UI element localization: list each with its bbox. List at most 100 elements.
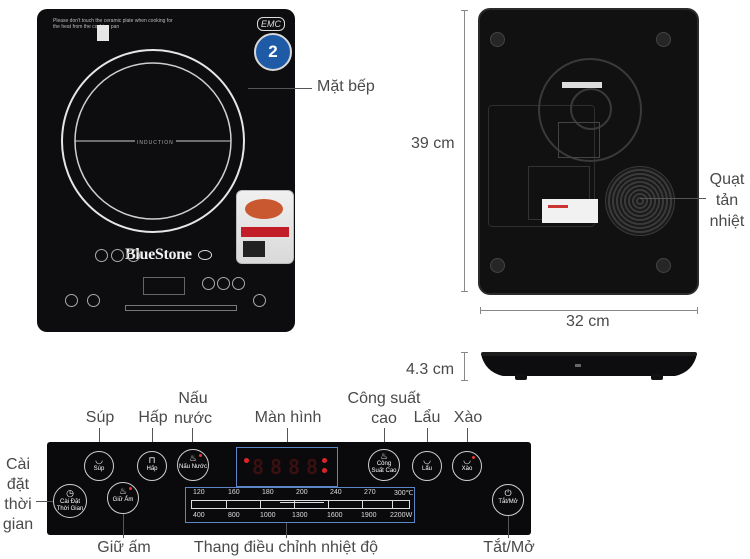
power-icon: ⏻ <box>504 488 512 498</box>
brand-logo: BlueStone <box>125 246 192 263</box>
timer-button-label: Cài Đặt <box>59 499 80 505</box>
fan-leader-line <box>640 198 706 199</box>
fan-label: Quạt tản nhiệt <box>706 169 748 232</box>
timer-label-line: Cài <box>5 456 30 473</box>
power-tick-label: 1300 <box>292 512 308 519</box>
power-tick-label: 2200W <box>390 512 413 519</box>
steam-label: Hấp <box>138 409 168 426</box>
steam-button[interactable]: ⊓ Hấp <box>137 451 167 481</box>
mini-button <box>65 294 78 307</box>
slider-tick <box>294 500 295 509</box>
temp-tick-label: 270 <box>364 489 376 496</box>
spec-sticker <box>562 82 602 88</box>
slider-tick <box>392 500 393 509</box>
temp-tick-label: 120 <box>193 489 205 496</box>
rubber-foot <box>490 32 505 47</box>
indicator-dot <box>199 454 202 457</box>
clock-icon: ◷ <box>66 488 74 498</box>
width-label: 32 cm <box>566 313 610 330</box>
boil-water-label-line: Nấu <box>178 390 208 407</box>
boil-water-button-label: Nấu Nước <box>179 464 207 470</box>
display-led <box>322 458 327 463</box>
dimension-tick <box>461 352 468 353</box>
stir-fry-leader <box>467 428 468 450</box>
dimension-tick <box>697 307 698 314</box>
keep-warm-leader <box>123 514 124 538</box>
cooktop-top-view: Please don't touch the ceramic plate whe… <box>37 9 295 332</box>
soup-button[interactable]: ◡ Súp <box>84 451 114 481</box>
display-digit: 8 <box>288 455 301 479</box>
high-power-label-line: cao <box>371 410 397 427</box>
cooktop-bottom-view <box>478 8 699 295</box>
height-dimension-line <box>464 10 465 292</box>
power-tick-label: 400 <box>193 512 205 519</box>
brand-mark-icon <box>198 250 212 260</box>
steam-leader <box>152 428 153 450</box>
display-label: Màn hình <box>254 409 322 426</box>
dimension-tick <box>461 10 468 11</box>
coil-center <box>570 88 612 130</box>
high-power-button-label: Công <box>376 461 392 467</box>
fan-grille <box>605 166 675 236</box>
temp-slider-label: Thang điều chỉnh nhiệt độ <box>193 539 379 556</box>
width-dimension-line <box>480 310 698 311</box>
power-tick-label: 800 <box>228 512 240 519</box>
info-plate <box>558 122 600 158</box>
pot-icon: ◡ <box>423 455 431 465</box>
hotpot-label: Lẩu <box>413 409 441 426</box>
display-digit: 8 <box>252 455 265 479</box>
thermometer-icon: ♨ <box>118 486 128 496</box>
steamer-icon: ⊓ <box>148 455 156 465</box>
power-button-label: Tắt/Mở <box>498 499 518 505</box>
temp-tick-label: 180 <box>262 489 274 496</box>
mini-button <box>232 277 245 290</box>
fan-label-line: Quạt <box>709 171 745 188</box>
rubber-foot <box>490 258 505 273</box>
boil-water-label: Nấu nước <box>168 389 218 429</box>
dimension-tick <box>480 307 481 314</box>
warranty-badge: 2 <box>254 33 292 71</box>
power-tick-label: 1900 <box>361 512 377 519</box>
fan-label-line: tản <box>715 192 739 209</box>
stir-fry-button-label: Xào <box>461 466 473 472</box>
temp-tick-label: 160 <box>228 489 240 496</box>
rubber-foot <box>656 32 671 47</box>
timer-label-line: thời <box>4 496 32 513</box>
promo-sticker <box>236 190 294 264</box>
mini-button <box>202 277 215 290</box>
mini-button <box>95 249 108 262</box>
high-power-button[interactable]: ♨ Công Suất Cao <box>368 449 400 481</box>
emc-badge: EMC <box>257 17 285 31</box>
indicator-dot <box>129 487 132 490</box>
timer-button-label: Thời Gian <box>56 506 84 512</box>
mini-button <box>127 249 140 262</box>
high-power-label: Công suất cao <box>342 389 426 429</box>
slider-tick <box>362 500 363 509</box>
timer-button[interactable]: ◷ Cài Đặt Thời Gian <box>53 484 87 518</box>
steam-button-label: Hấp <box>146 466 158 472</box>
soup-label: Súp <box>85 409 115 426</box>
high-power-leader <box>384 428 385 448</box>
stir-fry-button[interactable]: ◡ Xào <box>452 451 482 481</box>
fan-label-line: nhiệt <box>709 213 745 230</box>
pan-icon: ◡ <box>463 455 471 465</box>
slider-tick <box>328 500 329 509</box>
keep-warm-button[interactable]: ♨ Giữ Ấm <box>107 482 139 514</box>
warning-text: Please don't touch the ceramic plate whe… <box>53 18 173 30</box>
indicator-dot <box>472 456 475 459</box>
display-digit: 8 <box>270 455 283 479</box>
hotpot-button[interactable]: ◡ Lẩu <box>412 451 442 481</box>
thickness-label: 4.3 cm <box>404 361 457 379</box>
boil-water-button[interactable]: ♨ Nấu Nước <box>177 449 209 481</box>
slider-center-marker <box>280 502 324 509</box>
display-highlight <box>236 447 338 487</box>
power-tick-label: 1000 <box>260 512 276 519</box>
bowl-icon: ◡ <box>95 455 103 465</box>
power-button[interactable]: ⏻ Tắt/Mở <box>492 484 524 516</box>
surface-leader-line <box>248 88 312 89</box>
timer-label-line: gian <box>2 516 34 533</box>
cooktop-side-view <box>481 352 697 380</box>
coil-housing <box>538 58 642 162</box>
power-tick-label: 1600 <box>327 512 343 519</box>
temp-tick-label: 200 <box>296 489 308 496</box>
